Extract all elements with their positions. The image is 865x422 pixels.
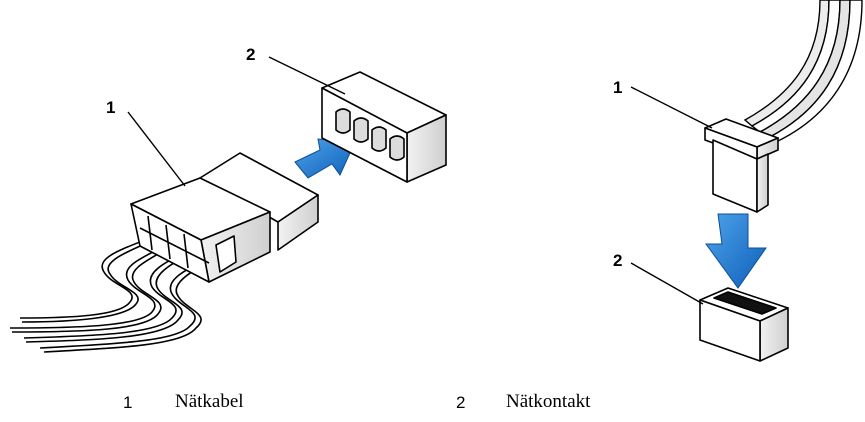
left-callouts: 1 2 [106,45,346,187]
legend-number-1: 1 [123,393,133,412]
legend-label-2: Nätkontakt [506,391,591,412]
left-callout-connector-number: 2 [246,45,255,64]
left-cable-plug [130,152,319,283]
legend: 1 Nätkabel 2 Nätkontakt [0,391,865,417]
right-callouts: 1 2 [613,78,713,305]
left-cable-wires [9,237,213,353]
right-callout-connector-number: 2 [613,251,622,270]
right-illustration: 1 2 [613,0,863,362]
right-callout-cable-number: 1 [613,78,622,97]
left-callout-cable-number: 1 [106,98,115,117]
left-connector-socket [321,71,447,183]
right-connector-socket [699,287,789,362]
right-cable-plug [704,118,779,213]
right-cable-wires [743,0,863,143]
left-illustration: 1 2 [9,45,447,353]
left-insert-arrow [294,138,356,179]
legend-label-1: Nätkabel [175,391,244,412]
right-insert-arrow [705,213,767,289]
legend-number-2: 2 [456,393,466,412]
